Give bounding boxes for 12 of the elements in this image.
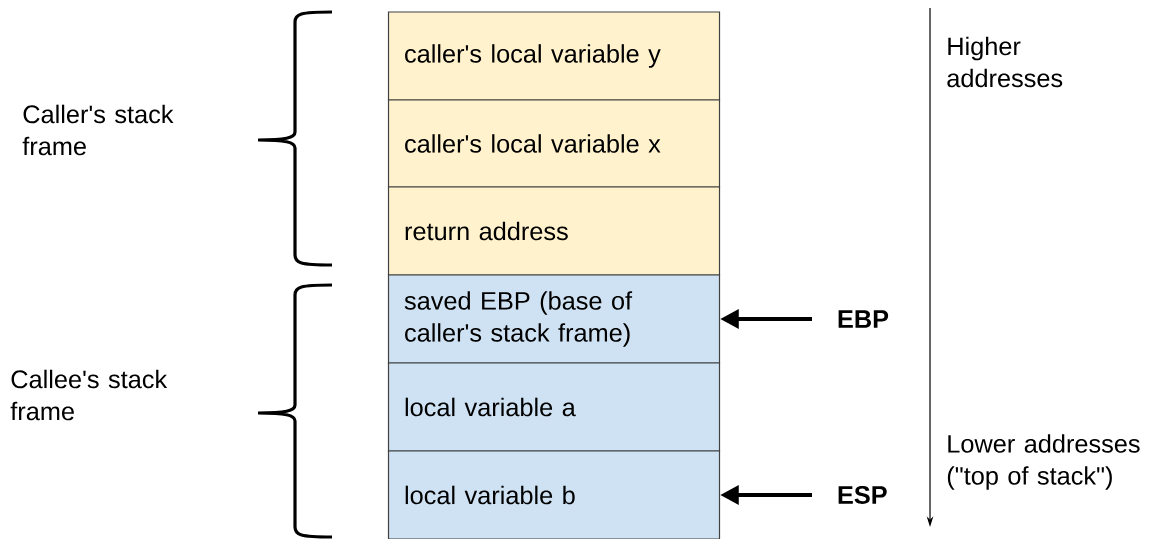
stack-cell: saved EBP (base of caller's stack frame) [387, 274, 721, 364]
stack-cell: local variable a [387, 362, 721, 452]
axis-label: Lower addresses ("top of stack") [947, 434, 1140, 490]
stack-cell: local variable b [387, 450, 721, 539]
left-label: Caller's stack frame [22, 104, 174, 156]
stack-cell: caller's local variable y [387, 11, 721, 101]
axis-label: Higher addresses [947, 36, 1063, 88]
register-label: ESP [838, 486, 887, 504]
stack-cell: caller's local variable x [387, 99, 721, 188]
stack-cell: return address [387, 186, 721, 276]
left-label: Callee's stack frame [10, 369, 168, 421]
register-label: EBP [838, 310, 889, 328]
